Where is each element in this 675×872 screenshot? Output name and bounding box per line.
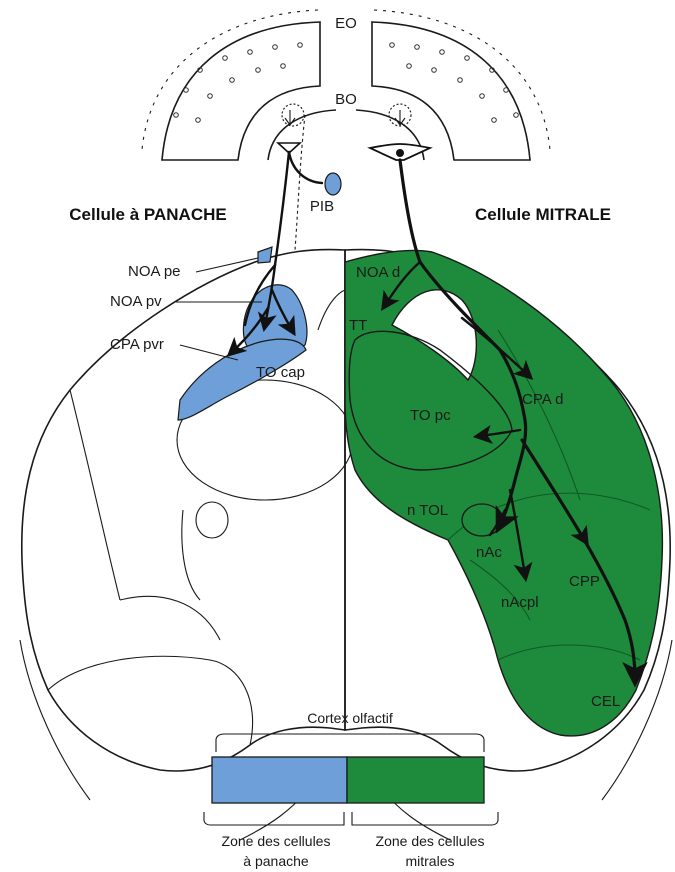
mitral-zone-regions <box>345 250 662 735</box>
legend-tufted-line1: Zone des cellules <box>222 833 331 849</box>
label-nacpl: nAcpl <box>501 594 539 611</box>
label-nac: nAc <box>476 544 502 561</box>
title-mitral-cell: Cellule MITRALE <box>475 205 611 224</box>
label-cpp: CPP <box>569 573 600 590</box>
label-pib: PIB <box>310 198 334 215</box>
label-n-tol: n TOL <box>407 502 448 519</box>
label-to-cap: TO cap <box>256 364 305 381</box>
legend: Cortex olfactif Zone des cellules à pana… <box>204 710 498 869</box>
label-cel: CEL <box>591 693 620 710</box>
label-tt: TT <box>349 317 367 334</box>
legend-swatch-tufted <box>212 757 347 803</box>
legend-mitral-line1: Zone des cellules <box>376 833 485 849</box>
label-eo: EO <box>335 15 357 32</box>
olfactory-epithelium: EO <box>142 10 550 160</box>
label-noa-d: NOA d <box>356 264 400 281</box>
label-to-pc: TO pc <box>410 407 451 424</box>
label-cpa-d: CPA d <box>522 391 563 408</box>
title-tufted-cell: Cellule à PANACHE <box>69 205 226 224</box>
legend-title: Cortex olfactif <box>307 710 393 726</box>
legend-tufted-line2: à panache <box>243 853 309 869</box>
label-noa-pv: NOA pv <box>110 293 162 310</box>
label-bo: BO <box>335 91 357 108</box>
legend-swatch-mitral <box>347 757 484 803</box>
legend-mitral-line2: mitrales <box>405 853 454 869</box>
label-noa-pe: NOA pe <box>128 263 181 280</box>
label-cpa-pvr: CPA pvr <box>110 336 164 353</box>
